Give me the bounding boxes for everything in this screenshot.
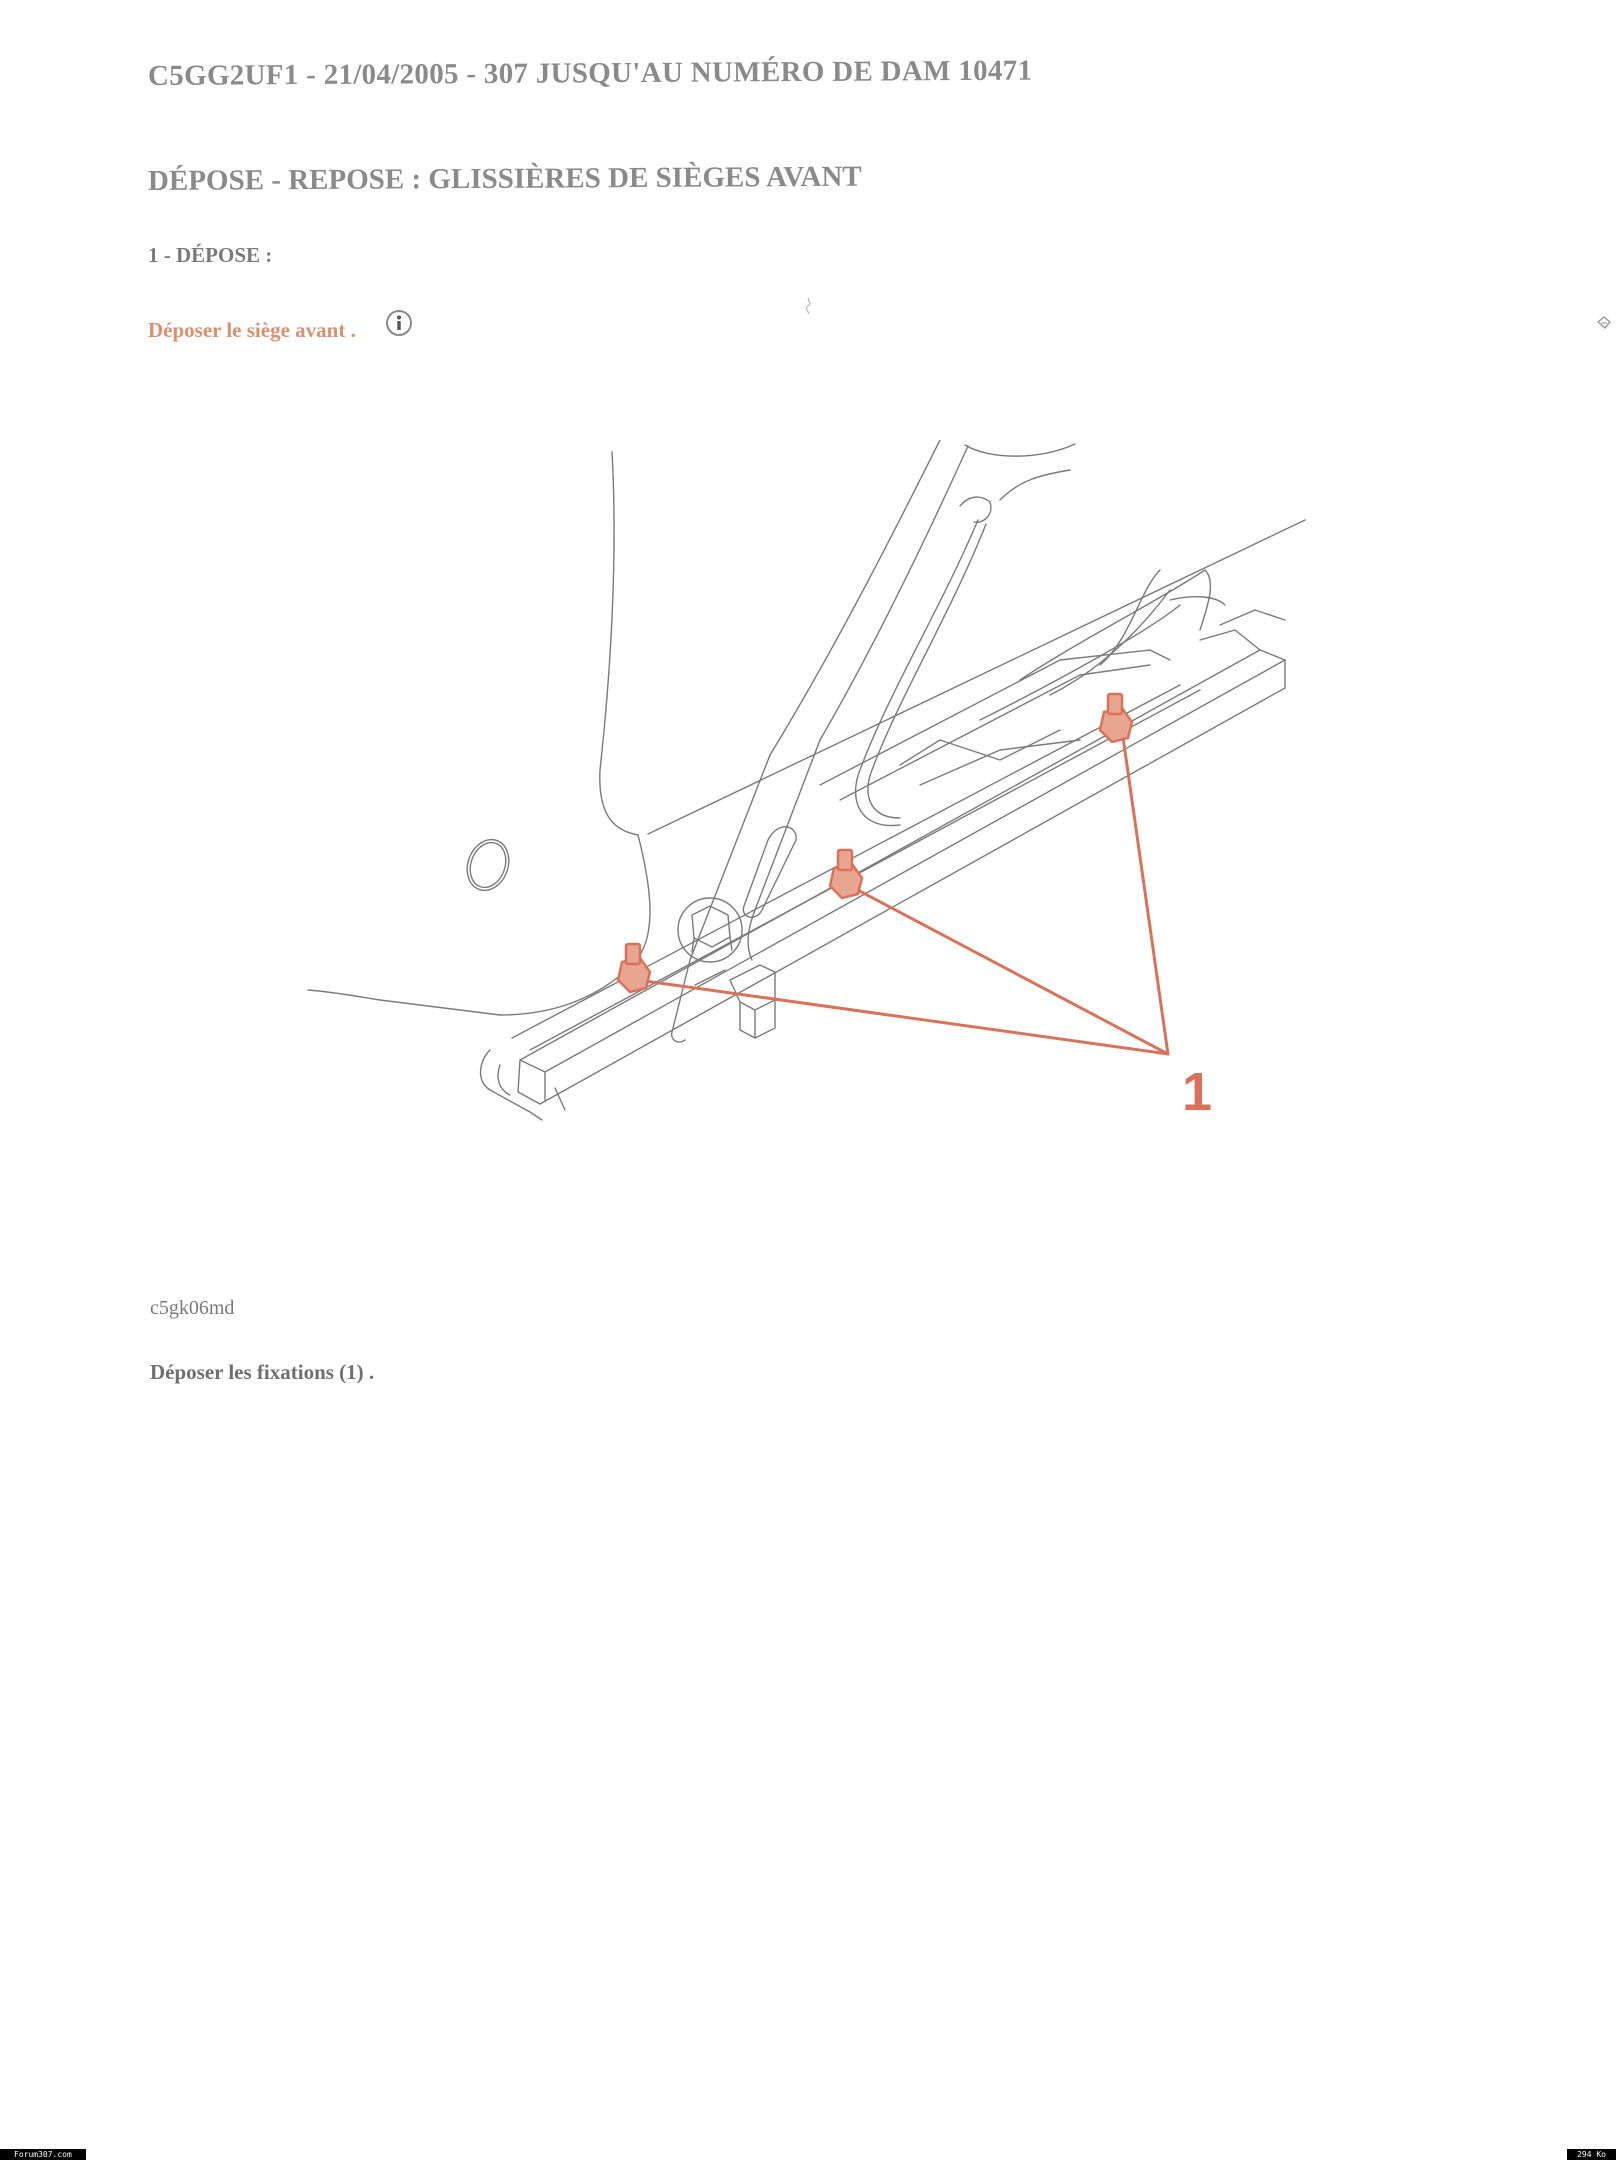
- fixing-callouts: [636, 728, 1170, 1056]
- fixing-nut: [828, 848, 864, 900]
- figure-code: c5gk06md: [150, 1297, 235, 1319]
- fixing-nuts: [616, 692, 1134, 994]
- instruction-text: Déposer les fixations (1) .: [150, 1360, 375, 1384]
- document-header: C5GG2UF1 - 21/04/2005 - 307 JUSQU'AU NUM…: [147, 54, 1033, 92]
- scan-speck: [1596, 316, 1611, 329]
- callout-leader-line: [636, 978, 1170, 1056]
- page-title: DÉPOSE - REPOSE : GLISSIÈRES DE SIÈGES A…: [147, 160, 862, 197]
- section-heading: 1 - DÉPOSE :: [148, 243, 273, 267]
- callout-leader-line: [850, 885, 1170, 1056]
- callout-label: 1: [1182, 1062, 1212, 1122]
- callout-leader-line: [1120, 728, 1170, 1056]
- seat-rail-illustration: 1: [307, 440, 1306, 1122]
- fixing-nut: [616, 942, 652, 994]
- seat-structure-lines: [307, 440, 1306, 1121]
- fixing-nut: [1098, 692, 1134, 744]
- scan-speck: [805, 297, 811, 315]
- footer-size-label: 294 Ko: [1567, 2149, 1616, 2160]
- footer-source-label: Forum307.com: [0, 2149, 86, 2160]
- info-circle-icon[interactable]: [385, 309, 413, 337]
- remove-front-seat-link[interactable]: Déposer le siège avant .: [148, 318, 356, 342]
